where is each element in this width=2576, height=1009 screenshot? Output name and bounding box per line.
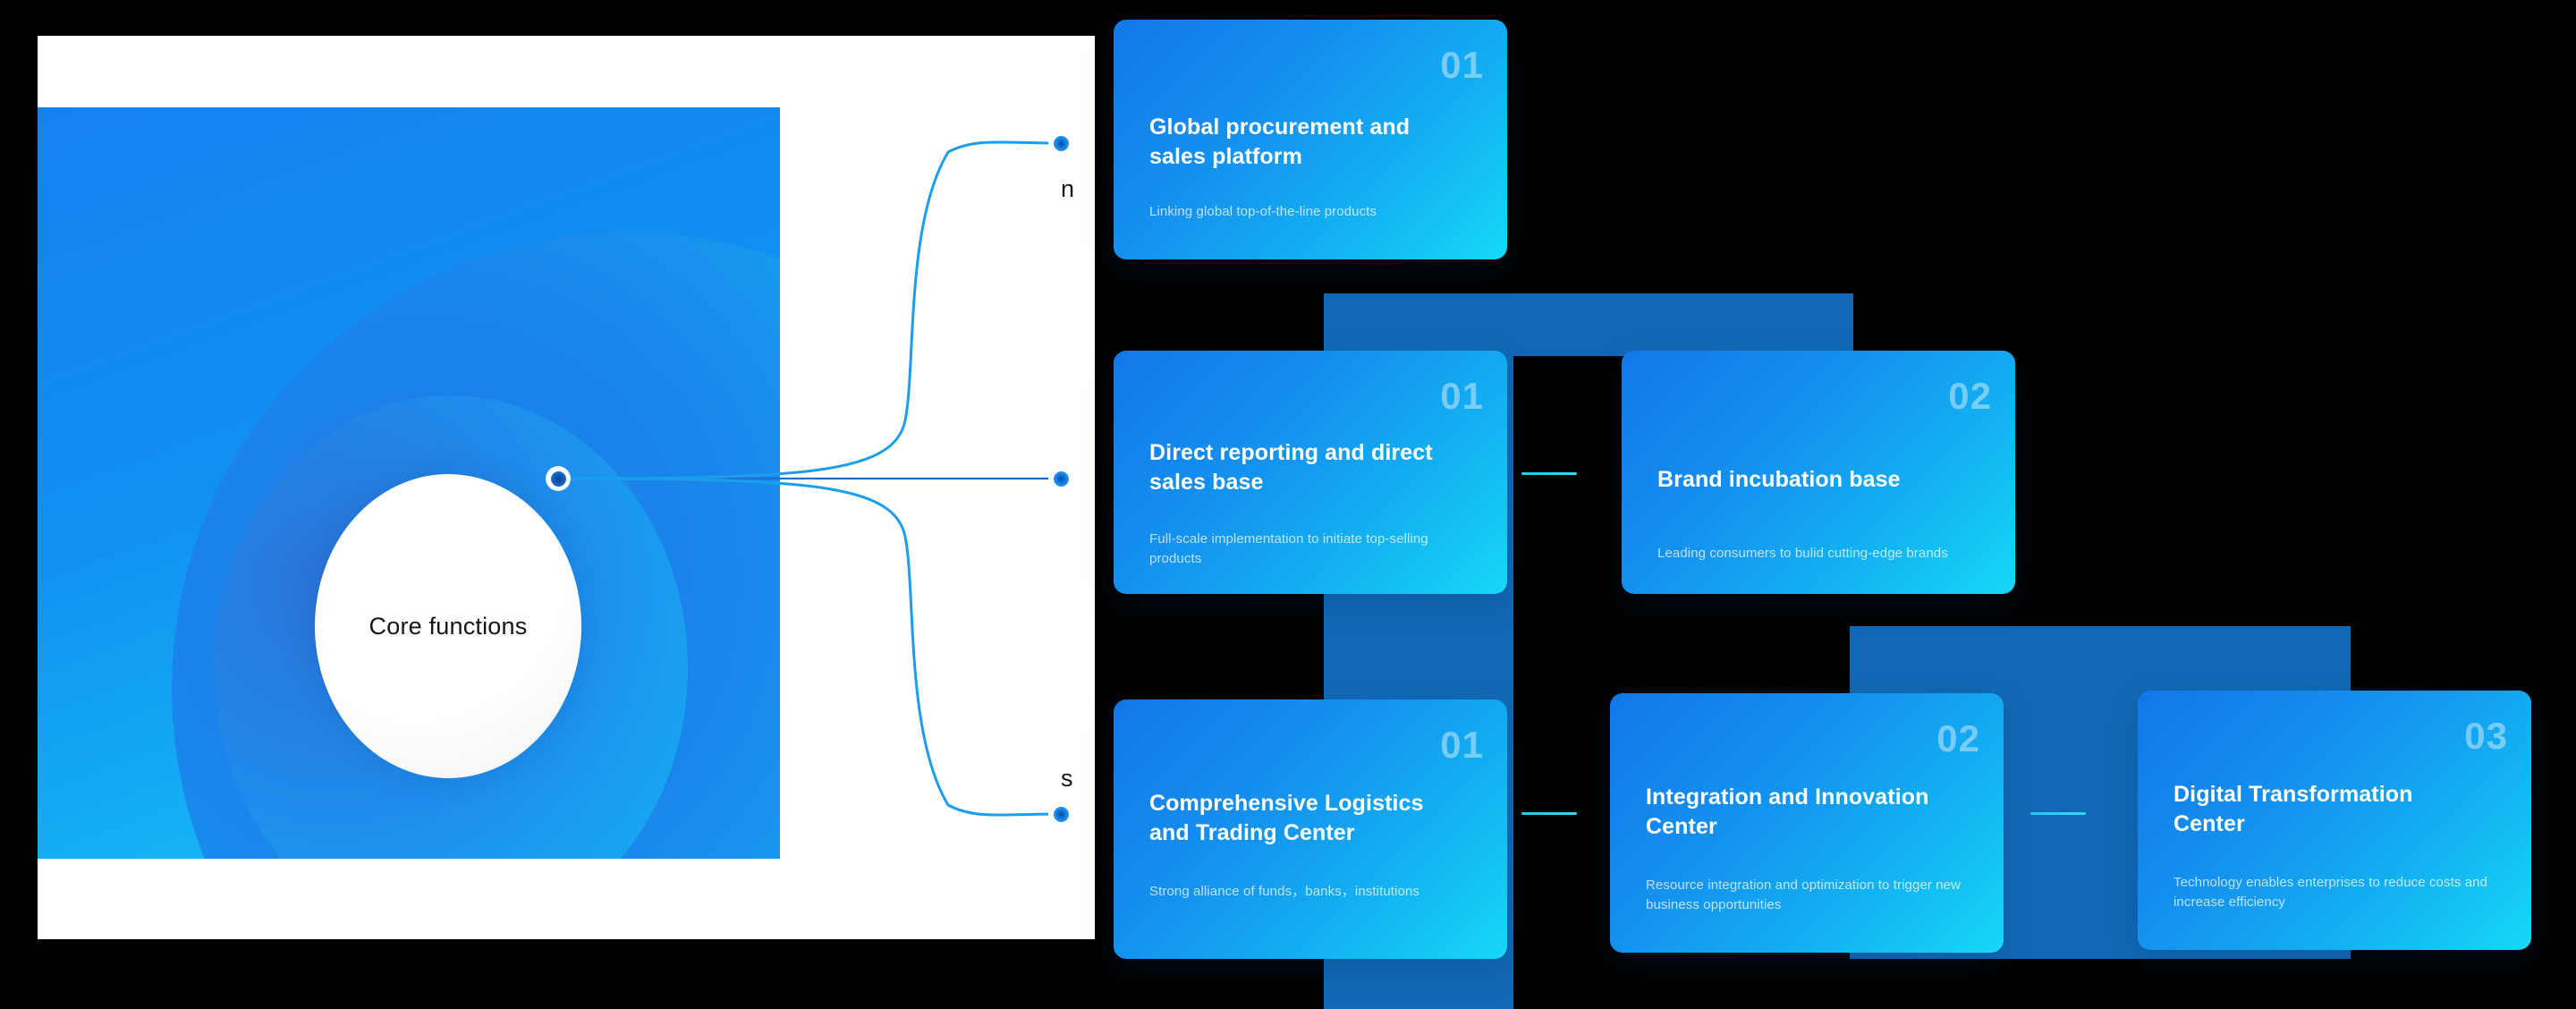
card-number: 02	[1936, 717, 1980, 759]
card-title: Integration and Innovation Center	[1646, 784, 1929, 839]
link-branch2-1-2	[1521, 472, 1577, 475]
card-subtitle: Full-scale implementation to initiate to…	[1149, 531, 1428, 566]
core-circle: Core functions	[315, 474, 581, 778]
card-subtitle: Resource integration and optimization to…	[1646, 878, 1962, 912]
card-branch2-02[interactable]: 02 Brand incubation base Leading consume…	[1622, 351, 2015, 594]
link-branch3-2-3	[2030, 812, 2086, 815]
core-label: Core functions	[369, 612, 528, 640]
card-branch2-01[interactable]: 01 Direct reporting and direct sales bas…	[1114, 351, 1507, 594]
card-title: Brand incubation base	[1657, 467, 1901, 492]
card-branch3-02[interactable]: 02 Integration and Innovation Center Res…	[1610, 693, 2004, 953]
card-subtitle: Leading consumers to bulid cutting-edge …	[1657, 546, 1948, 561]
card-subtitle: Linking global top-of-the-line products	[1149, 204, 1377, 219]
card-branch3-01[interactable]: 01 Comprehensive Logistics and Trading C…	[1114, 700, 1507, 959]
card-number: 01	[1440, 44, 1484, 86]
link-branch3-1-2	[1521, 812, 1577, 815]
card-title: Direct reporting and direct sales base	[1149, 440, 1433, 495]
card-subtitle: Technology enables enterprises to reduce…	[2174, 875, 2488, 910]
edge-label-top: n	[1061, 175, 1075, 202]
card-number: 02	[1948, 375, 1992, 417]
card-branch3-03[interactable]: 03 Digital Transformation Center Technol…	[2138, 691, 2531, 950]
node-branch-3[interactable]	[1049, 802, 1072, 826]
card-title: Comprehensive Logistics and Trading Cent…	[1149, 791, 1424, 845]
card-number: 03	[2464, 715, 2508, 757]
card-branch1-01[interactable]: 01 Global procurement and sales platform…	[1114, 20, 1507, 259]
card-number: 01	[1440, 375, 1484, 417]
card-subtitle: Strong alliance of funds，banks，instituti…	[1149, 884, 1419, 899]
core-panel: Core functions	[38, 107, 780, 859]
edge-label-bottom: s	[1061, 765, 1073, 792]
card-number: 01	[1440, 724, 1484, 766]
node-core-out[interactable]	[547, 467, 570, 490]
card-title: Global procurement and sales platform	[1149, 114, 1411, 169]
node-branch-2[interactable]	[1049, 467, 1072, 490]
diagram-canvas: Core functions n s 01 Global procurement…	[0, 0, 2576, 959]
backdrop-bar-a	[1324, 293, 1853, 356]
card-title: Digital Transformation Center	[2174, 782, 2413, 836]
node-branch-1[interactable]	[1049, 131, 1072, 155]
